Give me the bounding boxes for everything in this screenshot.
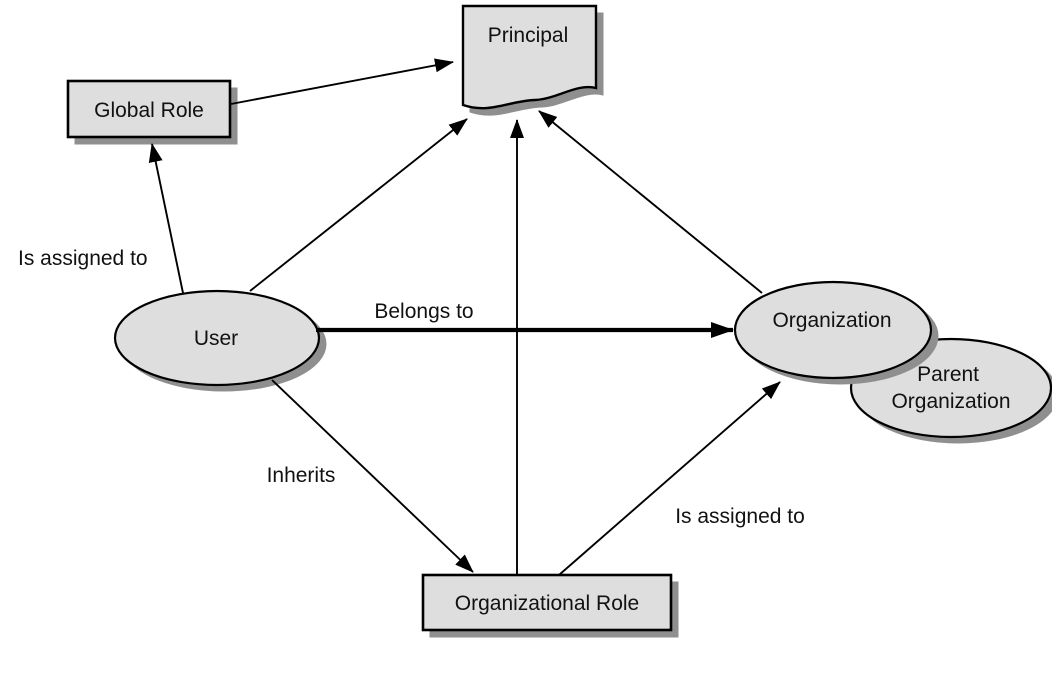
principal-document-shape [461,4,598,110]
edge-global-role-to-principal [230,58,454,105]
node-organizational-role-label: Organizational Role [455,592,639,615]
edge-user-to-organizational-role-label: Inherits [267,464,336,487]
node-global-role-label: Global Role [94,99,204,122]
edge-user-to-global-role: Is assigned to [18,143,184,294]
edge-user-to-organization-label: Belongs to [374,300,473,323]
node-organizational-role: Organizational Role [421,573,679,638]
user-ellipse-shape [113,289,321,387]
node-user-label: User [194,327,238,350]
edge-user-to-principal [249,118,468,292]
edge-organizational-role-to-organization-line [558,381,781,576]
edge-user-to-global-role-label: Is assigned to [18,247,148,270]
organization-ellipse-shape [733,280,933,380]
global-role-rect-shape [66,79,232,139]
node-organization-label: Organization [772,309,891,332]
edge-organizational-role-to-organization: Is assigned to [558,381,805,576]
node-parent-organization-label: Parent Organization [891,363,1010,413]
node-user: User [113,289,327,392]
node-principal-label: Principal [488,24,569,47]
node-organization: Organization [733,280,939,385]
edge-user-to-organizational-role: Inherits [267,379,474,573]
organizational-role-rect-shape [421,573,673,632]
edge-user-to-principal-line [249,118,468,292]
edge-global-role-to-principal-line [230,58,454,105]
edge-organization-to-principal [538,110,763,294]
edge-user-to-organization: Belongs to [316,300,734,338]
node-global-role: Global Role [66,79,238,145]
edge-organizational-role-to-organization-label: Is assigned to [675,505,805,528]
node-principal: Principal [461,4,604,116]
edge-user-to-organizational-role-line [271,379,474,573]
edge-user-to-global-role-line [148,143,184,294]
edge-organization-to-principal-line [538,110,763,294]
